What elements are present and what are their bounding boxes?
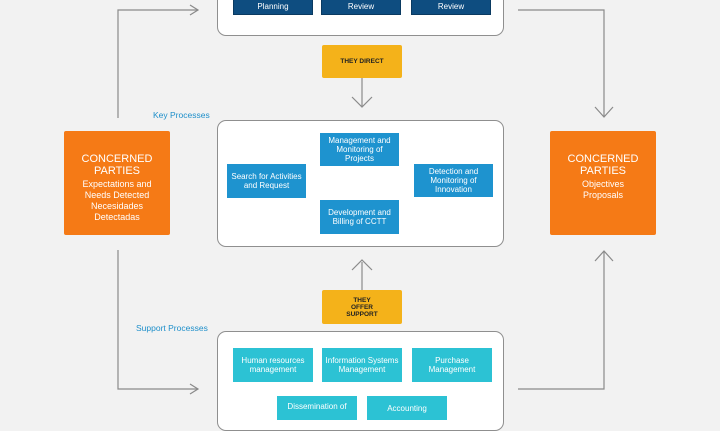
right-top-connector: [518, 9, 605, 116]
key-process-detection[interactable]: Detection and Monitoring of Innovation: [414, 164, 493, 197]
support-process-human-resources[interactable]: Human resources management: [233, 348, 313, 382]
key-process-search[interactable]: Search for Activities and Request: [227, 164, 306, 198]
right-top-arrowhead: [594, 106, 614, 118]
left-top-connector: [117, 9, 198, 118]
left-bottom-connector: [117, 250, 198, 390]
left-party-line: Necesidades: [90, 201, 144, 211]
right-concerned-parties: CONCERNED PARTIES Objectives Proposals: [550, 131, 656, 235]
key-processes-label: Key Processes: [153, 110, 210, 120]
right-bottom-connector: [518, 252, 605, 390]
direct-arrowhead: [351, 96, 373, 108]
strategic-item-review-2[interactable]: Review: [411, 0, 491, 15]
right-party-line: Proposals: [582, 190, 624, 200]
strategic-item-planning[interactable]: Planning: [233, 0, 313, 15]
support-processes-label: Support Processes: [136, 323, 208, 333]
right-party-title: CONCERNED PARTIES: [567, 153, 639, 177]
left-party-lines: Expectations and Needs Detected Necesida…: [64, 179, 170, 223]
they-direct-label: THEY DIRECT: [322, 45, 402, 78]
left-party-line: Needs Detected: [84, 190, 150, 200]
support-process-accounting[interactable]: Accounting: [367, 396, 447, 420]
left-concerned-parties: CONCERNED PARTIES Expectations and Needs…: [64, 131, 170, 235]
support-arrowhead: [351, 259, 373, 271]
left-party-title: CONCERNED PARTIES: [81, 153, 153, 177]
right-party-line: Objectives: [581, 179, 625, 189]
key-process-management[interactable]: Management and Monitoring of Projects: [320, 133, 399, 166]
support-process-dissemination[interactable]: Dissemination of: [277, 396, 357, 420]
strategic-item-review[interactable]: Review: [321, 0, 401, 15]
right-party-lines: Objectives Proposals: [550, 179, 656, 201]
support-process-information-systems[interactable]: Information Systems Management: [322, 348, 402, 382]
left-top-arrowhead: [189, 4, 200, 16]
flow-lines: [117, 4, 614, 395]
right-bottom-arrowhead: [594, 250, 614, 262]
they-offer-support-label: THEY OFFER SUPPORT: [322, 290, 402, 324]
left-party-line: Detectadas: [94, 212, 140, 222]
key-process-development[interactable]: Development and Billing of CCTT: [320, 200, 399, 234]
support-process-purchase[interactable]: Purchase Management: [412, 348, 492, 382]
left-party-line: Expectations and: [82, 179, 152, 189]
left-bottom-arrowhead: [189, 383, 200, 395]
